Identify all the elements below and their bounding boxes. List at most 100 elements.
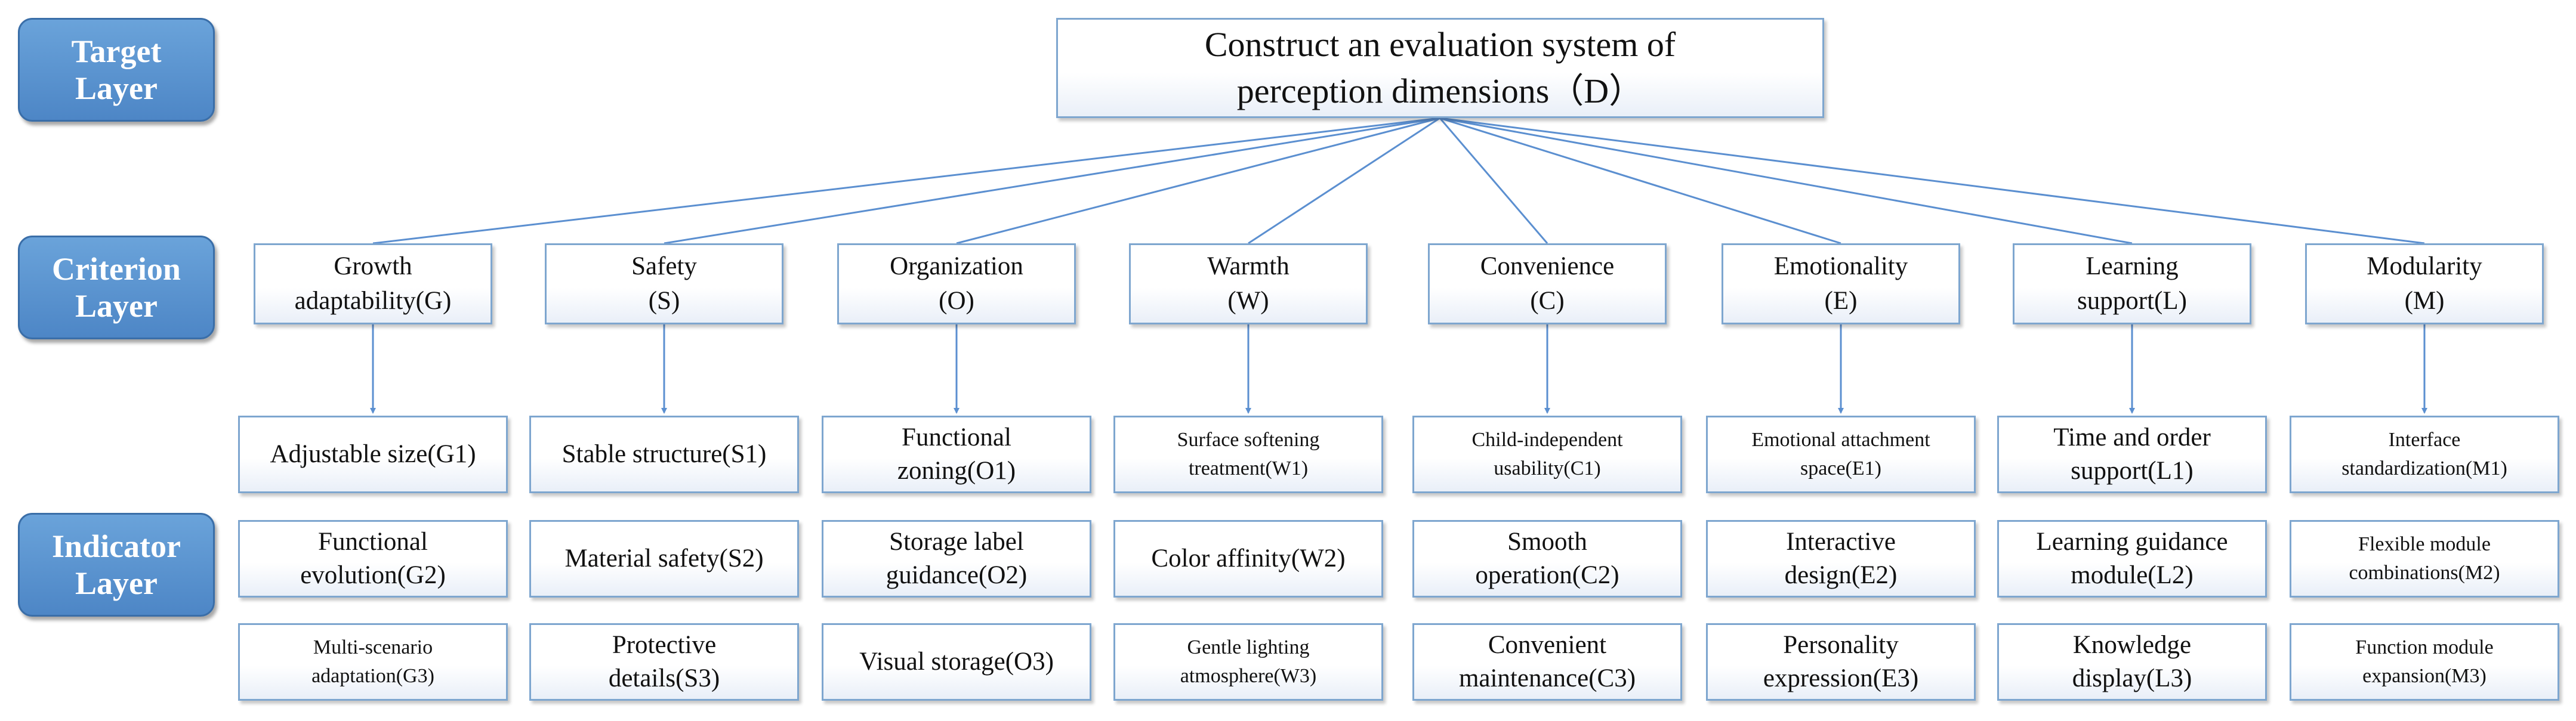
layer-label-line: Layer (75, 288, 158, 324)
indicator-node: Time and order support(L1) (1997, 416, 2267, 493)
node-text-line: standardization(M1) (2341, 457, 2507, 479)
node-text-line: Knowledge (2072, 631, 2192, 659)
criterion-node: Convenience (C) (1428, 243, 1667, 324)
node-text-line: module(L2) (2071, 561, 2194, 589)
target-criterion-connector (664, 117, 1440, 245)
criterion-node: Emotionality (E) (1722, 243, 1960, 324)
node-text-line: Smooth (1507, 528, 1587, 556)
indicator-node: Adjustable size(G1) (238, 416, 508, 493)
node-text-line: Color affinity(W2) (1151, 544, 1346, 573)
node-text-line: space(E1) (1800, 457, 1881, 479)
node-text-line: maintenance(C3) (1458, 664, 1636, 692)
node-text-line: Functional (902, 423, 1011, 451)
node-text-line: Stable structure(S1) (562, 440, 767, 468)
node-text-line: design(E2) (1784, 561, 1898, 589)
node-text-line: Protective (612, 631, 717, 659)
node-text-line: Interface (2388, 429, 2461, 451)
indicator-node: Interface standardization(M1) (2290, 416, 2559, 493)
indicator-node: Flexible module combinations(M2) (2290, 520, 2559, 598)
node-text-line: Function module (2355, 636, 2494, 658)
indicator-node: Personality expression(E3) (1706, 623, 1976, 701)
target-criterion-connector (1439, 117, 1841, 245)
layer-label-line: Indicator (52, 528, 181, 564)
criterion-node: Warmth(W) (1129, 243, 1368, 324)
criterion-node: Organization(O) (837, 243, 1076, 324)
node-text-line: Personality (1783, 631, 1899, 659)
target-criterion-connector (1439, 117, 2425, 245)
node-text-line: (S) (648, 287, 680, 315)
node-text-line: (E) (1824, 287, 1858, 315)
node-text-line: guidance(O2) (886, 561, 1028, 589)
target-line: Construct an evaluation system of (1204, 25, 1676, 64)
layer-label-line: Layer (75, 70, 158, 106)
node-text-line: Flexible module (2358, 533, 2491, 555)
node-text-line: display(L3) (2072, 664, 2192, 692)
target-criterion-connector (372, 117, 1440, 245)
node-text-line: adaptability(G) (294, 287, 452, 315)
node-text-line: Convenience (1480, 252, 1615, 280)
node-text-line: support(L1) (2071, 457, 2194, 485)
indicator-node: Multi-scenario adaptation(G3) (238, 623, 508, 701)
indicator-node: Stable structure(S1) (529, 416, 799, 493)
node-text-line: Visual storage(O3) (859, 648, 1054, 676)
node-text-line: Organization (890, 252, 1023, 280)
node-text-line: (M) (2404, 287, 2445, 315)
node-text-line: Emotionality (1773, 252, 1908, 280)
node-text-line: Modularity (2367, 252, 2482, 280)
indicator-node: Knowledge display(L3) (1997, 623, 2267, 701)
criterion-node: Modularity (M) (2305, 243, 2544, 324)
node-text-line: expression(E3) (1763, 664, 1919, 692)
node-text-line: support(L) (2077, 287, 2187, 315)
node-text-line: Learning guidance (2036, 528, 2228, 556)
node-text-line: Time and order (2053, 423, 2211, 451)
node-text-line: Interactive (1786, 528, 1896, 556)
node-text-line: combinations(M2) (2349, 562, 2500, 584)
node-text-line: evolution(G2) (300, 561, 446, 589)
node-text-line: adaptation(G3) (311, 665, 434, 687)
node-text-line: expansion(M3) (2362, 665, 2486, 687)
layer-label-line: Layer (75, 565, 158, 601)
criterion-node: Learning support(L) (2013, 243, 2251, 324)
node-text-line: Child-independent (1471, 429, 1623, 451)
indicator-node: Functional evolution(G2) (238, 520, 508, 598)
indicator-node: Learning guidance module(L2) (1997, 520, 2267, 598)
indicator-node: Interactive design(E2) (1706, 520, 1976, 598)
node-text-line: Multi-scenario (313, 636, 433, 658)
target-layer-label: Target Layer (18, 18, 215, 122)
node-text-line: Material safety(S2) (564, 544, 764, 573)
node-text-line: Adjustable size(G1) (270, 440, 476, 468)
indicator-node: Material safety(S2) (529, 520, 799, 598)
node-text-line: Convenient (1488, 631, 1607, 659)
target-line: perception dimensions（D） (1236, 72, 1644, 110)
criterion-layer-label: Criterion Layer (18, 236, 215, 339)
node-text-line: treatment(W1) (1188, 457, 1309, 479)
node-text-line: Storage label (889, 528, 1024, 556)
target-criterion-connector (956, 117, 1440, 245)
target-criterion-connector (1439, 117, 1548, 244)
node-text-line: Learning (2086, 252, 2179, 280)
target-criterion-connector (1439, 117, 2133, 245)
indicator-node: Storage label guidance(O2) (822, 520, 1091, 598)
indicator-node: Function module expansion(M3) (2290, 623, 2559, 701)
node-text-line: Functional (318, 528, 428, 556)
node-text-line: zoning(O1) (897, 457, 1016, 485)
target-criterion-connector (1248, 117, 1440, 245)
indicator-node: Convenient maintenance(C3) (1412, 623, 1682, 701)
indicator-node: Functional zoning(O1) (822, 416, 1091, 493)
criterion-node: Safety (S) (545, 243, 783, 324)
indicator-layer-label: Indicator Layer (18, 513, 215, 617)
node-text-line: Safety (631, 252, 697, 280)
indicator-node: Color affinity(W2) (1113, 520, 1383, 598)
node-text-line: Growth (334, 252, 412, 280)
node-text-line: (C) (1530, 287, 1565, 315)
node-text-line: (W) (1227, 287, 1269, 315)
criterion-node: Growth adaptability(G) (254, 243, 492, 324)
target-node: Construct an evaluation system of percep… (1056, 18, 1824, 118)
